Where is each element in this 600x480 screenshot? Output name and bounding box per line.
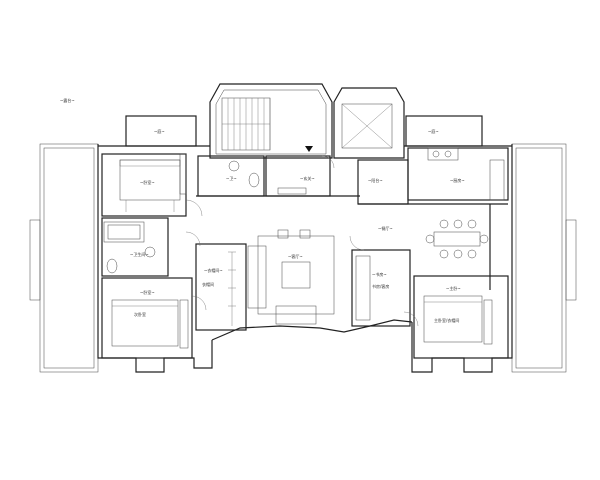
label-living-room: ~客厅~ <box>288 253 303 259</box>
terrace-left <box>29 143 99 373</box>
label-storage-right: ~庭~ <box>428 128 439 134</box>
label-bathroom-small: ~卫~ <box>226 176 237 181</box>
furniture <box>103 147 505 349</box>
label-bathroom-left: ~卫生间~ <box>130 251 149 257</box>
label-outside: ~露台~ <box>60 97 75 103</box>
label-storage-left: ~庭~ <box>154 128 165 134</box>
label-study: ~书房~ <box>372 271 387 277</box>
label-master-bedroom: ~主卧~ <box>446 285 461 291</box>
stair-tower <box>209 83 333 159</box>
doors <box>185 155 419 327</box>
label-bedroom-top-left: ~卧室~ <box>140 179 155 185</box>
entry-marker <box>305 146 313 152</box>
label-walk-in-closet: ~衣帽间~ <box>204 267 223 273</box>
label-balcony-kitchen: ~阳台~ <box>368 177 383 183</box>
label-study-note: 书房/客房 <box>372 283 389 289</box>
label-bedroom-bottom-left: ~卧室~ <box>140 289 155 295</box>
label-dining-room: ~餐厅~ <box>378 225 393 231</box>
label-master-bedroom-note: 主卧室/衣帽间 <box>434 317 459 323</box>
label-closet-note: 衣帽间 <box>202 281 214 287</box>
label-kitchen: ~厨房~ <box>450 177 465 183</box>
terrace-right <box>511 143 577 373</box>
label-entrance: ~玄关~ <box>300 175 315 181</box>
elevator-tower <box>333 87 405 159</box>
label-bedroom-bottom-left-note: 次卧室 <box>134 311 146 317</box>
